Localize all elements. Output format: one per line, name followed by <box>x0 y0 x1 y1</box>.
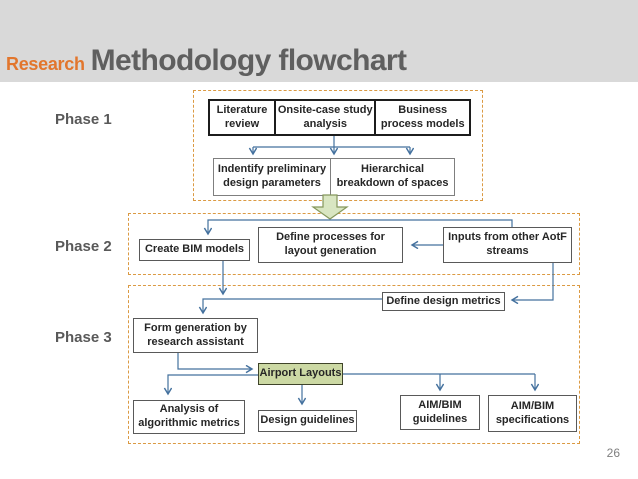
box-form-generation: Form generation by research assistant <box>133 318 258 353</box>
page-number: 26 <box>606 446 620 460</box>
box-aim-bim-guidelines: AIM/BIM guidelines <box>400 395 480 430</box>
box-aim-bim-specifications: AIM/BIM specifications <box>488 395 577 432</box>
title-prefix: Research <box>6 54 85 74</box>
box-design-guidelines: Design guidelines <box>258 410 357 432</box>
phase-2-label: Phase 2 <box>55 238 112 255</box>
box-define-design-metrics: Define design metrics <box>382 292 505 311</box>
phase-1-label: Phase 1 <box>55 111 112 128</box>
phase-2-dashed-region <box>128 213 580 275</box>
box-onsite-case-study: Onsite-case study analysis <box>274 101 374 134</box>
box-create-bim-models: Create BIM models <box>139 239 250 261</box>
slide-title: Research Methodology flowchart <box>6 44 407 78</box>
box-literature-review: Literature review <box>216 103 268 130</box>
box-business-process-models: Business process models <box>374 101 469 134</box>
box-define-processes: Define processes for layout generation <box>258 227 403 263</box>
box-inputs-aotf-streams: Inputs from other AotF streams <box>443 227 572 263</box>
title-main: Methodology flowchart <box>90 44 407 77</box>
phase1-top-row-table: Literature review Onsite-case study anal… <box>208 99 471 136</box>
slide-header <box>0 0 638 82</box>
box-analysis-algorithmic-metrics: Analysis of algorithmic metrics <box>133 400 245 434</box>
box-airport-layouts: Airport Layouts <box>258 363 343 385</box>
phase-3-label: Phase 3 <box>55 329 112 346</box>
phase1-second-row-table: Indentify preliminary design parameters … <box>213 158 455 196</box>
phase-3-dashed-region <box>128 285 580 444</box>
box-hierarchical-breakdown: Hierarchical breakdown of spaces <box>330 159 454 195</box>
box-identify-preliminary-parameters: Indentify preliminary design parameters <box>217 163 327 189</box>
